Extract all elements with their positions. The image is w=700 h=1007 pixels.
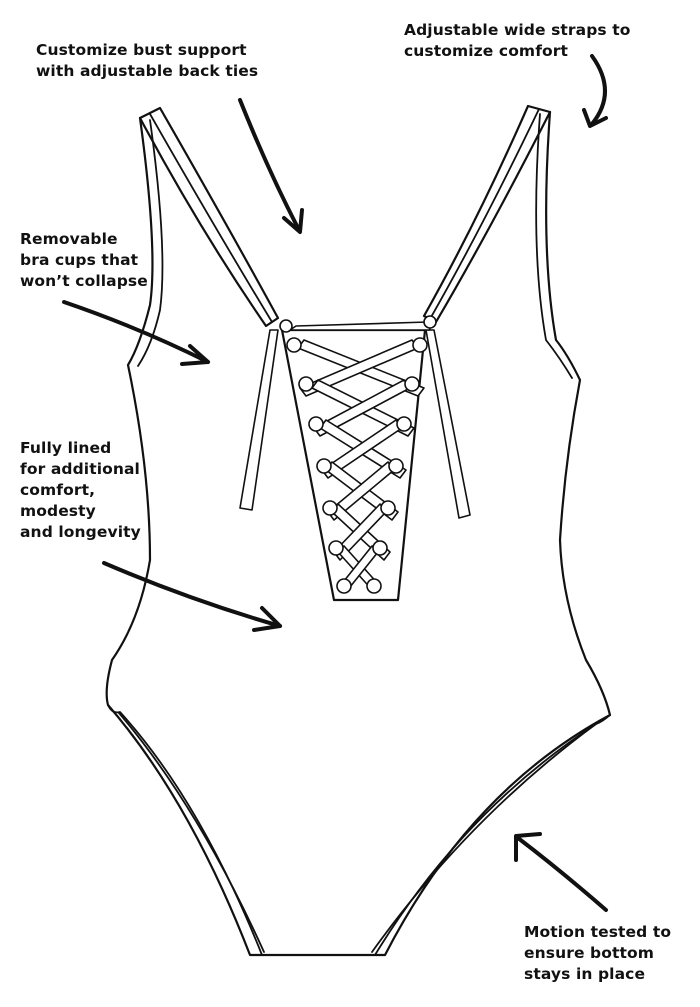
right-leg-binding: [371, 723, 597, 953]
left-leg-binding: [118, 712, 265, 953]
callout-motion-tested: Motion tested to ensure bottom stays in …: [524, 923, 672, 983]
callout-bust-support: Customize bust support with adjustable b…: [36, 41, 259, 80]
callout-bra-cups: Removable bra cups that won’t collapse: [20, 230, 148, 290]
right-hanging-tie: [425, 329, 471, 519]
arrow-fully-lined: [102, 561, 282, 632]
callout-fully-lined: Fully lined for additional comfort, mode…: [20, 439, 141, 541]
left-hanging-tie: [239, 329, 279, 511]
left-side-seam: [137, 119, 164, 367]
criss-cross-laces: [289, 321, 431, 593]
lace-eyelets: [279, 315, 437, 594]
left-strap-edge: [149, 113, 273, 323]
right-side-seam: [535, 113, 573, 379]
arrow-wide-straps: [582, 54, 608, 128]
arrow-bra-cups: [62, 300, 210, 366]
callout-wide-straps: Adjustable wide straps to customize comf…: [404, 21, 631, 60]
left-strap: [138, 106, 280, 328]
right-strap-edge: [429, 108, 540, 320]
arrow-motion-tested: [514, 832, 608, 912]
arrow-bust-support: [238, 98, 304, 234]
left-leg-opening: [107, 704, 263, 956]
right-leg-opening: [374, 714, 611, 956]
swimsuit-body-outline: [105, 110, 612, 957]
